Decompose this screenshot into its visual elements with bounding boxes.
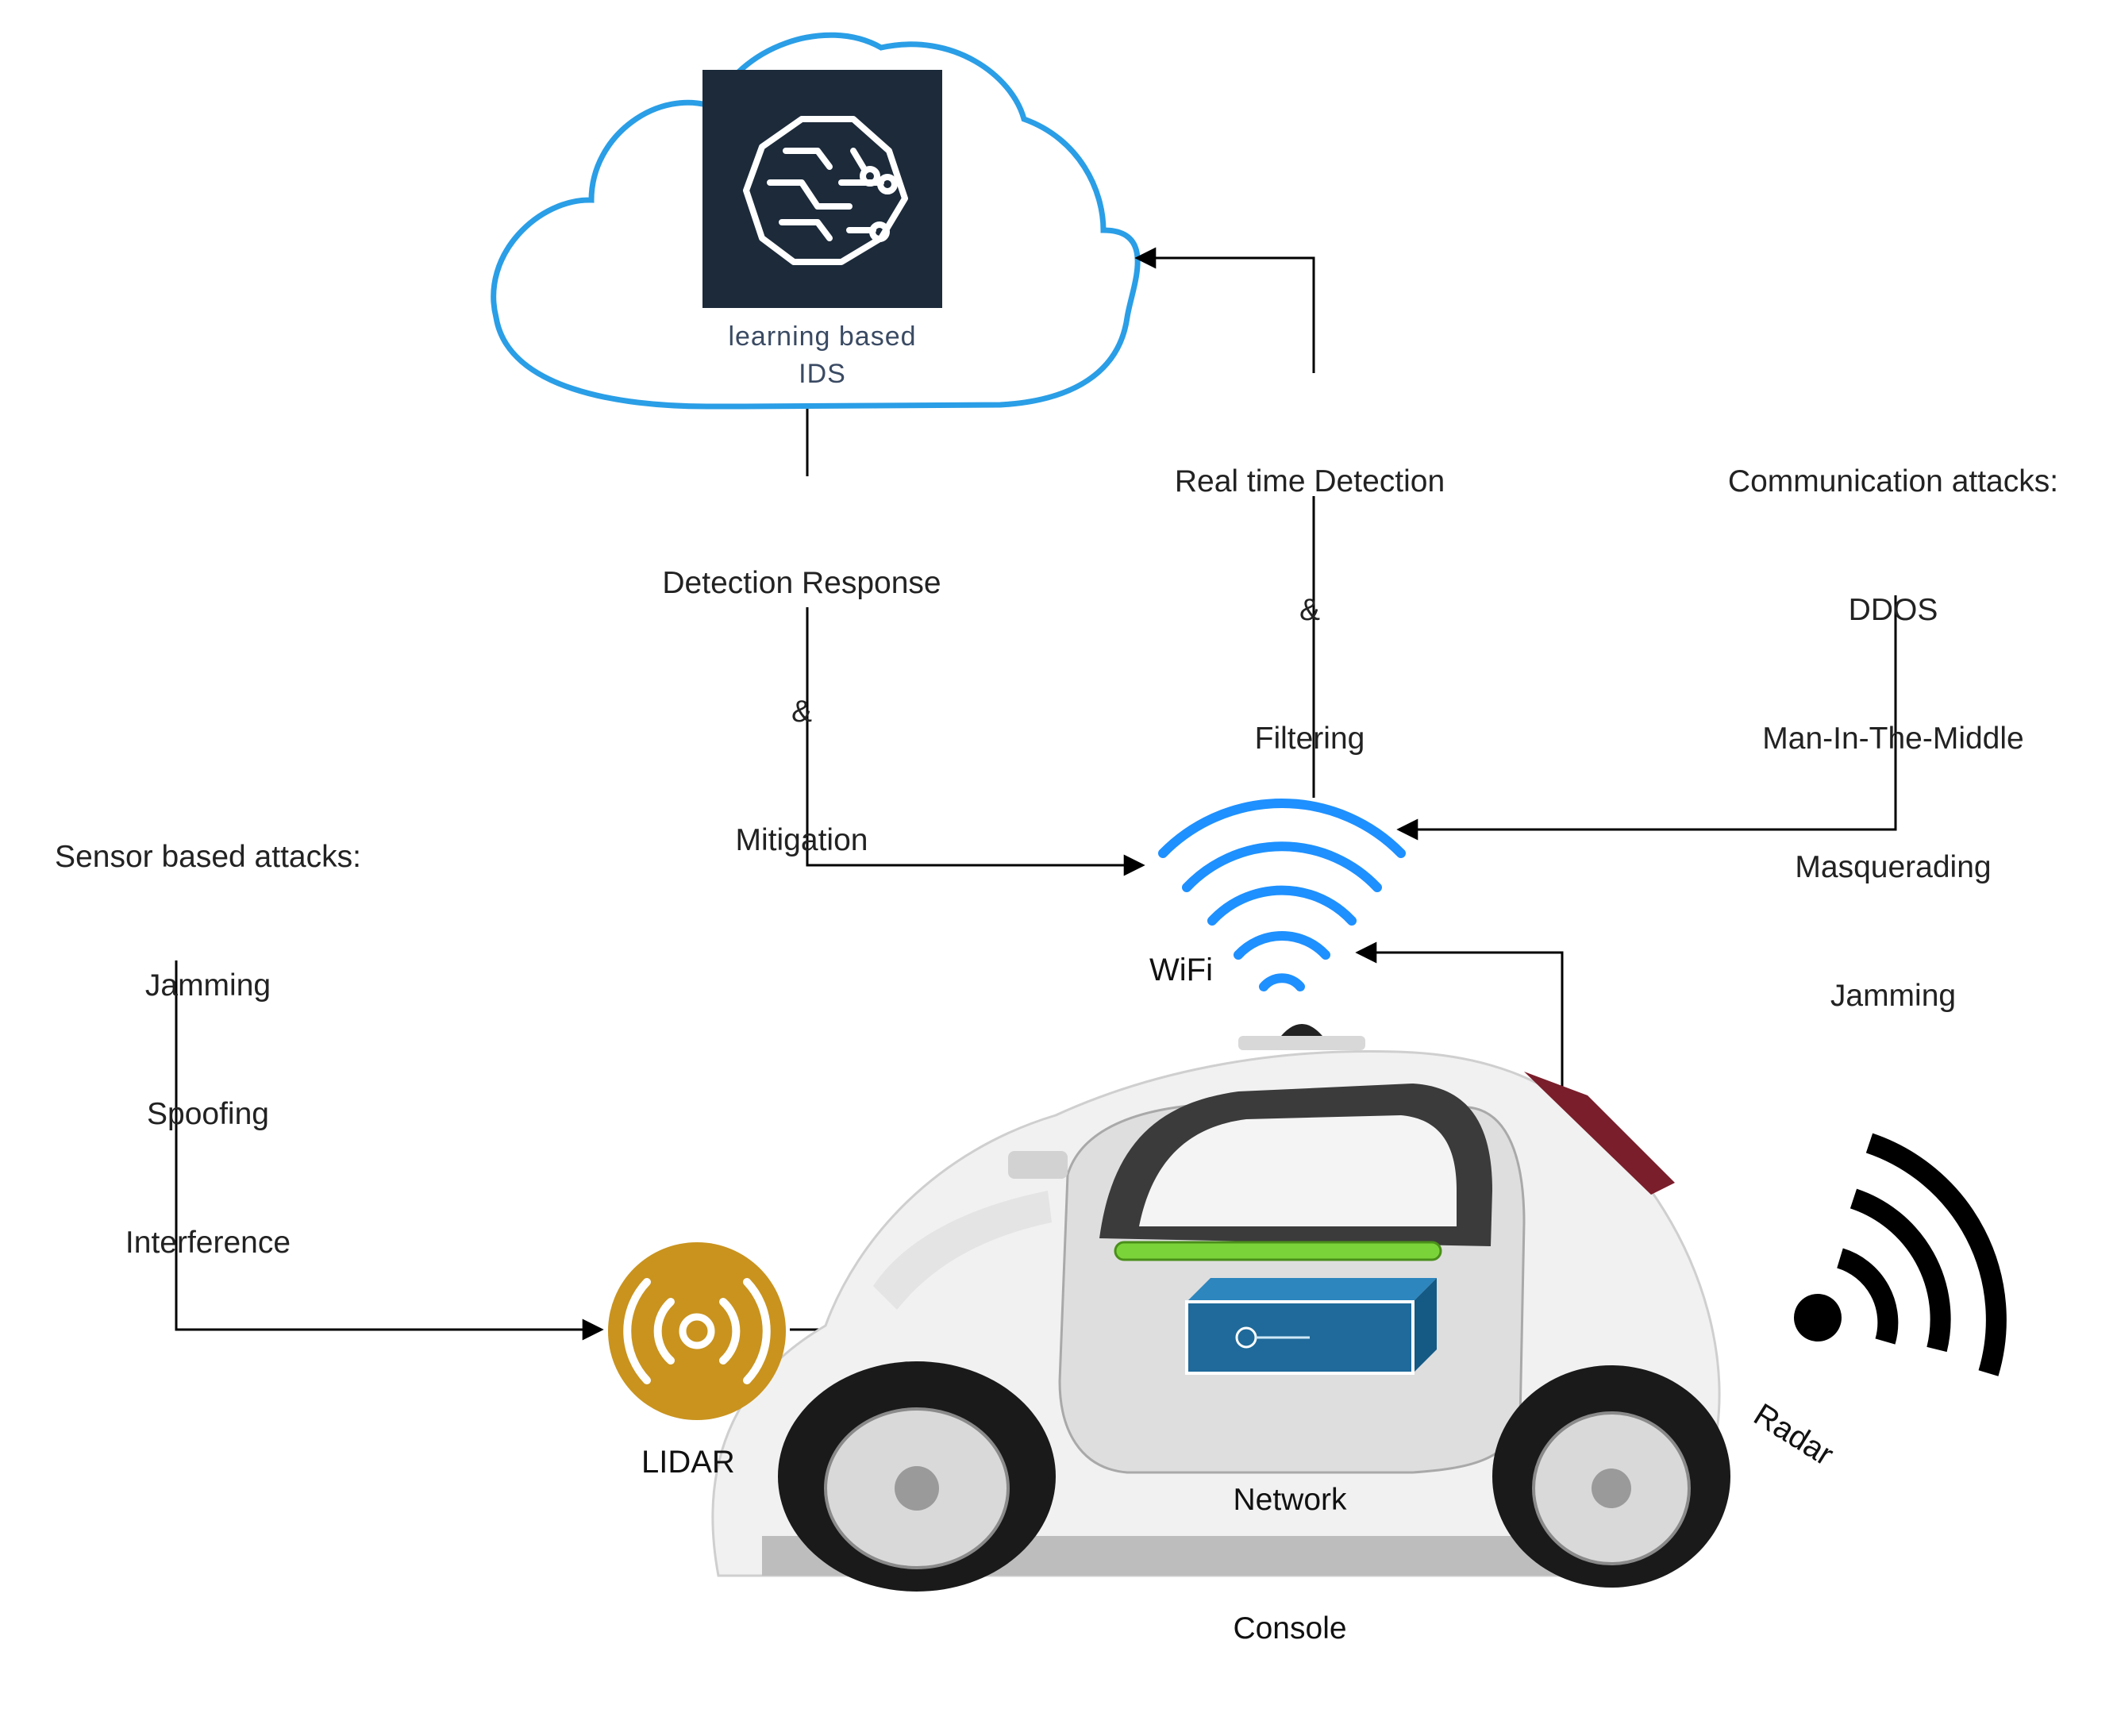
diagram-svg — [175, 32, 2007, 1592]
wifi-icon — [1158, 798, 1406, 991]
sensor-attacks-arrow — [175, 960, 604, 1341]
sensor-attacks-label: Sensor based attacks: Jamming Spoofing I… — [55, 750, 361, 1350]
realtime-detection-line-3: Filtering — [1254, 722, 1365, 756]
communication-attacks-title: Communication attacks: — [1727, 464, 2059, 498]
ids-box — [702, 70, 942, 308]
green-strip — [1114, 1241, 1442, 1261]
communication-attack-item: Masquerading — [1795, 850, 1992, 884]
sensor-attack-item: Jamming — [144, 968, 271, 1003]
detection-response-line-1: Detection Response — [662, 566, 941, 600]
ids-label-line2: IDS — [799, 359, 846, 389]
network-console-label: Network Console — [1233, 1393, 1346, 1736]
ids-label-line1: learning based — [728, 321, 917, 352]
brain-circuit-icon — [743, 116, 908, 265]
communication-attack-item: DDOS — [1848, 593, 1938, 627]
communication-attack-item: Jamming — [1830, 979, 1957, 1013]
realtime-detection-line-2: & — [1299, 593, 1321, 627]
sensor-attack-item: Interference — [125, 1226, 291, 1260]
detection-response-arrow — [806, 607, 1145, 876]
detection-response-label: Detection Response & Mitigation — [662, 476, 941, 948]
realtime-detection-arrow — [1134, 247, 1315, 373]
sensor-attacks-title: Sensor based attacks: — [55, 840, 361, 874]
network-console-line-1: Network — [1233, 1483, 1347, 1517]
wifi-label: WiFi — [1149, 953, 1213, 987]
front-wheel — [778, 1361, 1056, 1592]
communication-attacks-arrow — [1396, 595, 1897, 841]
rear-wheel — [1492, 1365, 1730, 1588]
realtime-detection-label: Real time Detection & Filtering — [1175, 375, 1445, 846]
network-console-line-2: Console — [1233, 1611, 1347, 1646]
lidar-label: LIDAR — [641, 1445, 735, 1480]
sensor-attack-item: Spoofing — [147, 1097, 269, 1131]
communication-attack-item: Man-In-The-Middle — [1762, 722, 2024, 756]
diagram-canvas: learning based IDS Detection Response & … — [55, 32, 2058, 1646]
radar-icon — [1794, 1133, 2007, 1376]
realtime-detection-line-1: Real time Detection — [1174, 464, 1445, 498]
communication-attacks-label: Communication attacks: DDOS Man-In-The-M… — [1728, 375, 2058, 1103]
network-console-icon — [1185, 1278, 1437, 1375]
detection-response-line-3: Mitigation — [735, 823, 868, 857]
lidar-icon — [608, 1242, 786, 1420]
detection-response-line-2: & — [791, 695, 812, 729]
